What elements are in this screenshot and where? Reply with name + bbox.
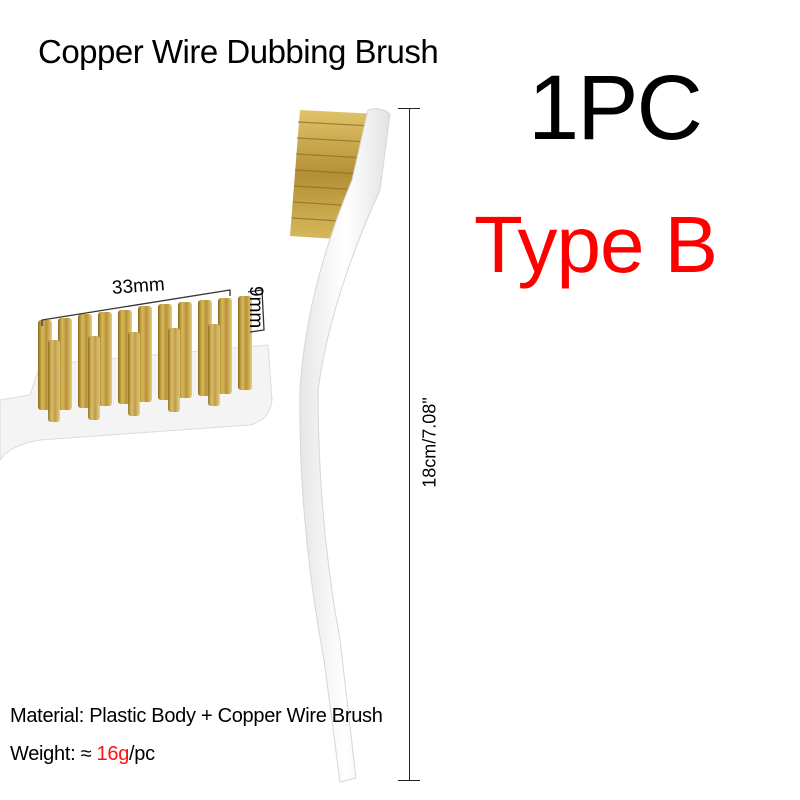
product-title: Copper Wire Dubbing Brush: [38, 33, 439, 70]
head-width-label: 33mm: [111, 274, 166, 299]
bristle-height-label: 9mm: [245, 286, 266, 329]
length-label: 18cm/7.08": [419, 397, 440, 488]
brush-handle: [299, 108, 391, 783]
weight-value: 16g: [96, 743, 130, 765]
quantity-label: 1PC: [528, 57, 703, 159]
variant-label: Type B: [474, 200, 718, 289]
weight-prefix: Weight: ≈: [10, 743, 97, 765]
dimension-cap-bottom: [398, 780, 420, 781]
weight-suffix: /pc: [129, 743, 155, 765]
material-spec: Material: Plastic Body + Copper Wire Bru…: [10, 705, 383, 727]
length-dimension-line: [409, 108, 410, 780]
brush-head-closeup: [0, 289, 273, 461]
dimension-cap-top: [398, 108, 420, 109]
weight-spec: Weight: ≈ 16g/pc: [10, 743, 155, 766]
